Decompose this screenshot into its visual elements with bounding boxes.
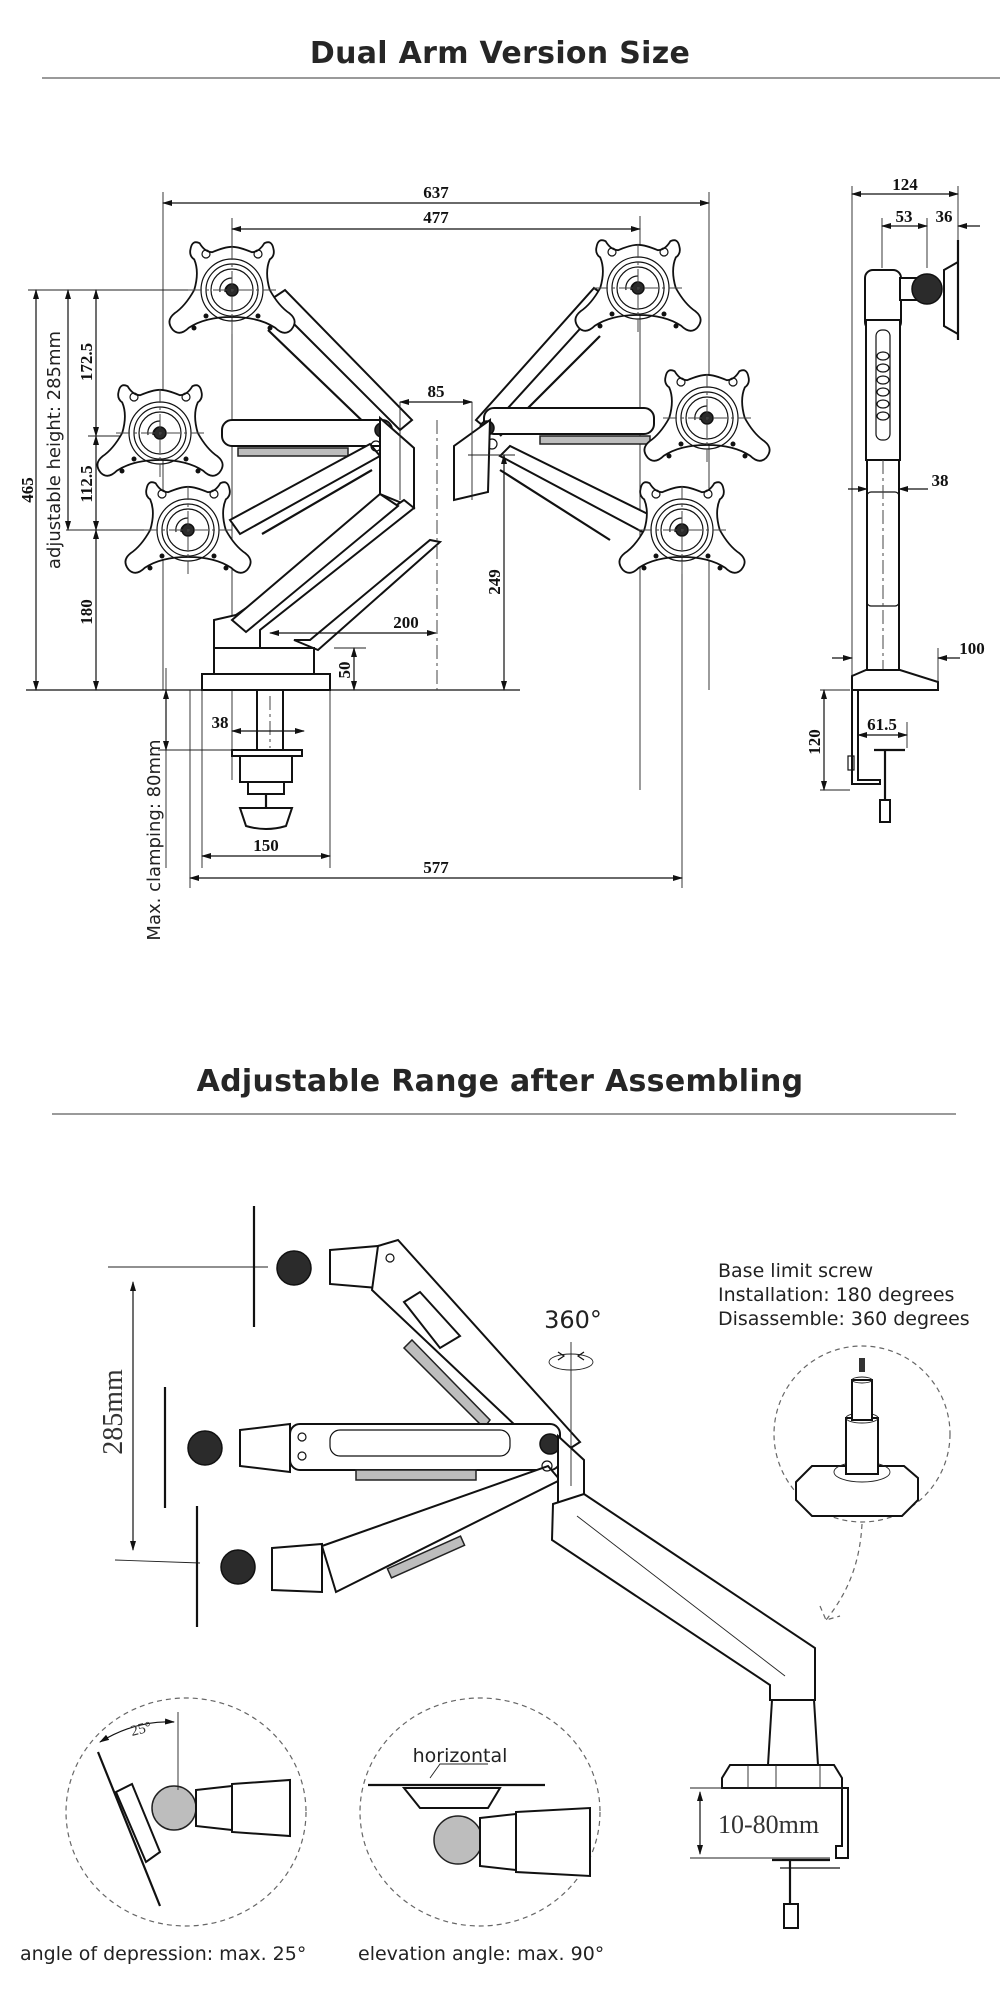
adjustable-range-drawing: 285mm 360° xyxy=(20,1206,970,1965)
dim-adjustable-height: adjustable height: 285mm xyxy=(44,331,65,569)
dim-upper-height: 172.5 xyxy=(77,343,96,381)
tilt-up-detail: horizontal xyxy=(359,1697,601,1927)
section-title-adjustable-range: Adjustable Range after Assembling xyxy=(196,1064,804,1099)
tilt-up-caption: elevation angle: max. 90° xyxy=(358,1943,604,1965)
tilt-down-caption: angle of depression: max. 25° xyxy=(20,1943,306,1965)
height-range-label: 285mm xyxy=(98,1369,129,1455)
horizontal-label: horizontal xyxy=(413,1745,508,1767)
dim-joint-offset: 53 xyxy=(896,207,913,226)
base-note-line3: Disassemble: 360 degrees xyxy=(718,1308,970,1330)
dim-max-clamping: Max. clamping: 80mm xyxy=(144,739,165,940)
section-title-dual-arm-size: Dual Arm Version Size xyxy=(309,36,691,71)
base-note-line2: Installation: 180 degrees xyxy=(718,1284,954,1306)
front-view-drawing: 637 477 465 adjustable height: 285mm 172… xyxy=(18,183,771,941)
dim-middle-height: 112.5 xyxy=(77,465,96,502)
base-detail-callout xyxy=(773,1345,951,1621)
dim-side-base-depth: 100 xyxy=(959,639,985,658)
side-view-drawing: 124 53 36 38 100 120 61.5 xyxy=(805,175,985,823)
title-divider xyxy=(42,77,1000,79)
dim-clamp-height: 120 xyxy=(805,729,824,755)
base-note-line1: Base limit screw xyxy=(718,1260,873,1282)
dim-vesa-span: 477 xyxy=(423,208,449,227)
dim-footprint-width: 577 xyxy=(423,858,449,877)
dim-total-height: 465 xyxy=(18,477,37,503)
arm-position-middle xyxy=(187,1422,561,1481)
dim-pole-offset: 85 xyxy=(428,382,445,401)
tilt-down-angle: 25° xyxy=(129,1719,153,1740)
dim-pivot-height: 249 xyxy=(485,569,504,595)
dim-base-width: 150 xyxy=(253,836,279,855)
clamp-range-label: 10-80mm xyxy=(718,1810,819,1839)
rotation-label: 360° xyxy=(544,1306,602,1334)
dim-lower-height: 180 xyxy=(77,599,96,625)
dim-side-pole-width: 38 xyxy=(932,471,949,490)
dim-pole-diameter: 38 xyxy=(212,713,229,732)
dim-clamp-depth: 61.5 xyxy=(867,715,897,734)
dim-plate-offset: 36 xyxy=(936,207,953,226)
tilt-down-detail: 25° xyxy=(65,1697,307,1927)
dim-side-depth: 124 xyxy=(892,175,918,194)
dim-arm-reach: 200 xyxy=(393,613,419,632)
left-arms xyxy=(213,288,443,653)
title-divider xyxy=(52,1113,956,1115)
side-arm-slots xyxy=(876,351,890,421)
dim-base-height: 50 xyxy=(335,662,354,679)
dim-overall-width: 637 xyxy=(423,183,449,202)
arm-position-bottom xyxy=(220,1464,562,1594)
